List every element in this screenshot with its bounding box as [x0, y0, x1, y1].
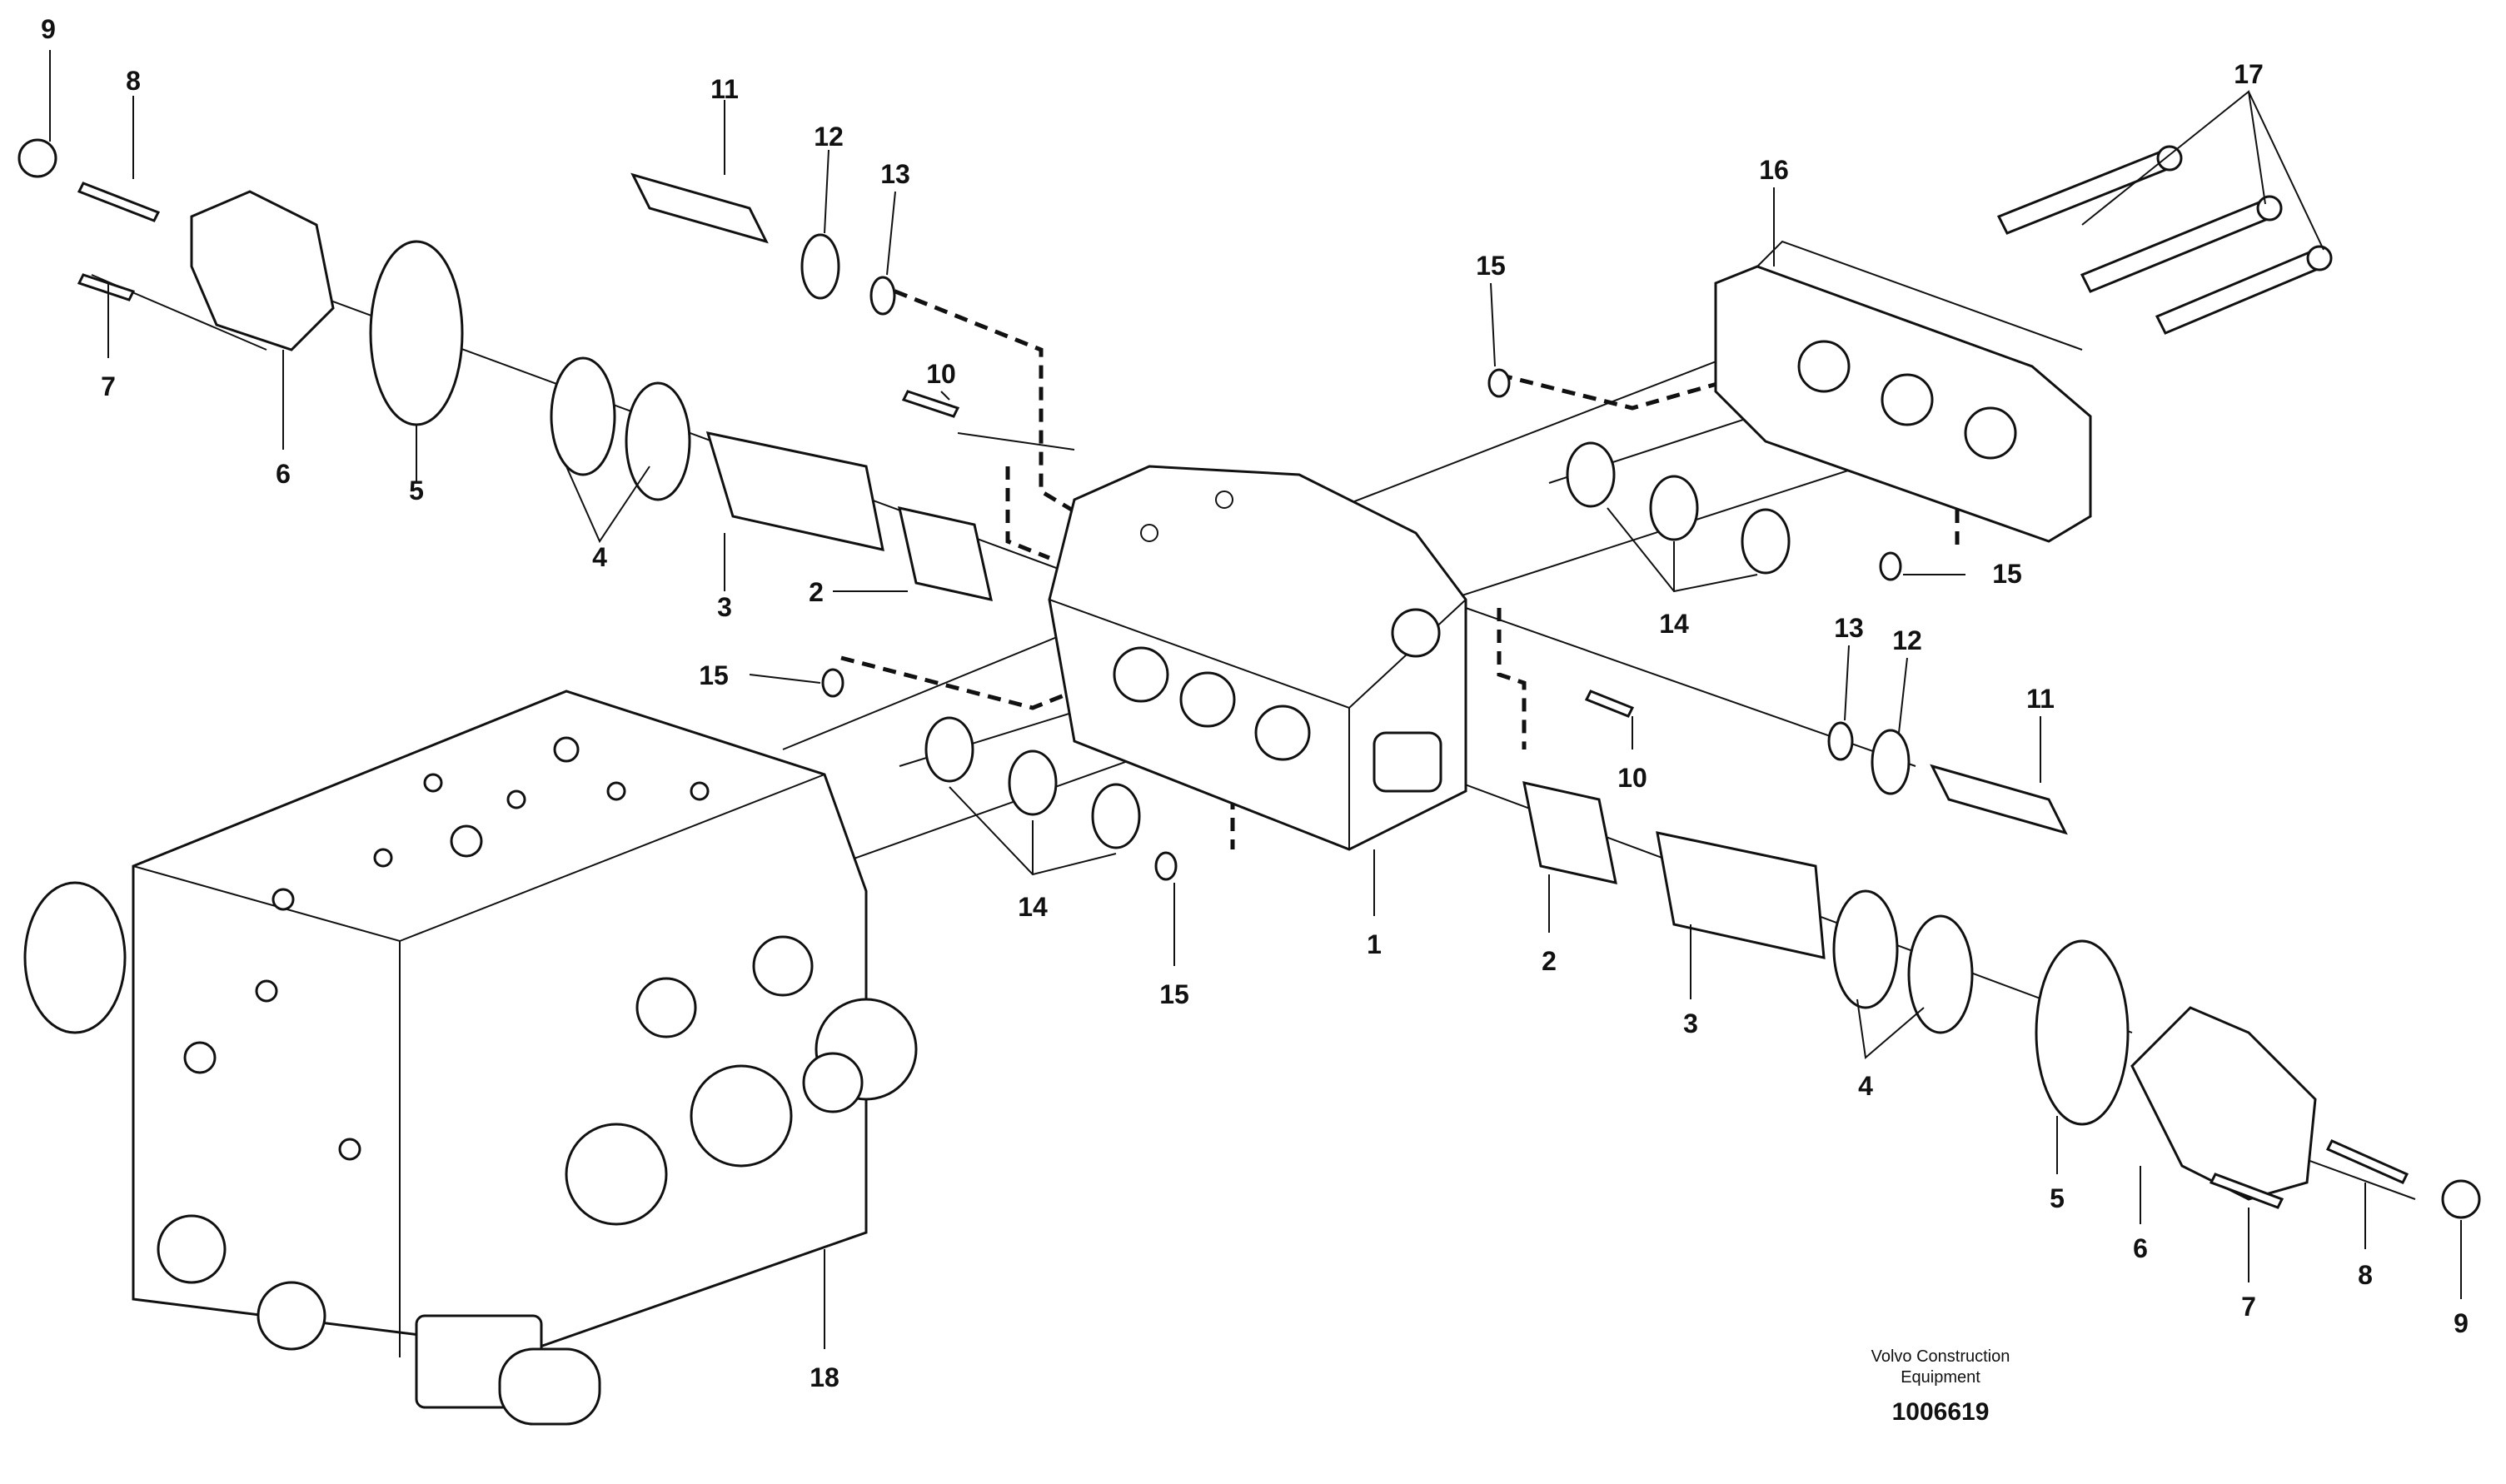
callout-7-right: 7	[2241, 1292, 2256, 1322]
o-ring-15-top	[1487, 368, 1511, 398]
screw-7-right	[2209, 1173, 2284, 1209]
callout-9-left: 9	[41, 14, 56, 44]
callout-11-right: 11	[2026, 684, 2055, 714]
callout-4-left: 4	[592, 542, 607, 572]
washer-4-left-b	[625, 381, 691, 501]
callout-14-left: 14	[1018, 892, 1048, 922]
callout-6-right: 6	[2133, 1233, 2148, 1263]
o-ring-5-left	[369, 240, 464, 426]
valve-housing	[1048, 465, 1467, 851]
o-ring-15-right	[1879, 551, 1902, 581]
callout-8-right: 8	[2358, 1260, 2373, 1290]
washer-4-right-b	[1907, 914, 1974, 1034]
o-ring-14-right-b	[1649, 475, 1699, 541]
o-ring-5-right	[2035, 939, 2130, 1126]
callout-4-right: 4	[1858, 1071, 1873, 1101]
sleeve-2-right	[1522, 781, 1617, 884]
o-ring-13-right	[1827, 721, 1854, 761]
callout-12-right: 12	[1892, 625, 1922, 655]
callout-13-right: 13	[1834, 613, 1864, 643]
o-ring-15-left	[821, 668, 844, 698]
washer-4-right-a	[1832, 889, 1899, 1009]
o-ring-14-right-a	[1566, 441, 1616, 508]
callout-7-left: 7	[101, 371, 116, 401]
callout-17: 17	[2234, 59, 2264, 89]
callout-15-right: 15	[1992, 559, 2022, 589]
sleeve-2-left	[898, 506, 993, 601]
callout-3-right: 3	[1683, 1008, 1698, 1038]
callout-3-left: 3	[717, 592, 732, 622]
leader-lines	[49, 50, 2462, 1349]
callout-14-right: 14	[1659, 609, 1689, 639]
left-cover-assembly	[17, 138, 993, 601]
relief-valve-11-right	[1930, 764, 2068, 835]
drawing-caption: Volvo Construction Equipment 1006619	[1871, 1347, 2010, 1426]
relief-valve-11-left	[630, 172, 769, 244]
callout-5-left: 5	[409, 476, 424, 505]
caption-line-1: Volvo Construction	[1871, 1347, 2010, 1366]
spring-3-right	[1656, 831, 1826, 959]
screw-10-right	[1584, 690, 1635, 718]
drawing-number: 1006619	[1892, 1398, 1990, 1426]
callout-9-right: 9	[2454, 1308, 2469, 1338]
callout-15-top: 15	[1476, 251, 1506, 281]
callout-15-left: 15	[699, 660, 729, 690]
callout-10-left: 10	[926, 359, 956, 389]
nut-9-right	[2441, 1179, 2481, 1219]
o-ring-15-bottom	[1154, 851, 1178, 881]
callout-11-left: 11	[710, 74, 739, 104]
o-ring-14-left-b	[1008, 749, 1058, 816]
callout-18: 18	[810, 1362, 839, 1392]
bolts-17	[1996, 145, 2333, 335]
callout-10-right: 10	[1617, 763, 1647, 793]
stud-8-left	[77, 182, 161, 222]
callout-12-left: 12	[814, 122, 844, 152]
o-ring-14-right-c	[1741, 508, 1791, 575]
seal-rings	[821, 368, 1902, 881]
o-ring-12-left	[800, 233, 840, 300]
o-ring-14-left-c	[1091, 783, 1141, 849]
washer-4-left-a	[550, 356, 616, 476]
spool-caps	[565, 935, 918, 1226]
block-ports	[157, 736, 710, 1351]
screw-10-left	[901, 390, 960, 418]
callout-13-left: 13	[880, 159, 910, 189]
nut-9-left	[17, 138, 57, 178]
callout-2-right: 2	[1542, 946, 1557, 976]
main-valve-block	[23, 690, 918, 1426]
cover-plate	[1714, 240, 2092, 543]
o-ring-12-right	[1871, 729, 1911, 795]
callout-6-left: 6	[276, 459, 291, 489]
spring-3-left	[705, 431, 884, 551]
o-ring-14-left-a	[924, 716, 974, 783]
callout-1: 1	[1367, 929, 1382, 959]
callout-8-left: 8	[126, 66, 141, 96]
callout-2-left: 2	[809, 577, 824, 607]
callout-16: 16	[1759, 155, 1789, 185]
caption-line-2: Equipment	[1901, 1368, 1980, 1387]
cover-6-left	[190, 190, 335, 351]
callout-numbers: 9 8 7 6 5 4 3 2 11 12 13 10 15 14 15 1 2…	[41, 14, 2469, 1392]
cover-6-right	[2130, 1006, 2317, 1201]
callout-5-right: 5	[2050, 1183, 2065, 1213]
stud-8-right	[2325, 1139, 2409, 1184]
callout-15-bottom: 15	[1159, 979, 1189, 1009]
o-ring-13-left	[869, 276, 896, 316]
right-cover-assembly	[1522, 690, 2481, 1219]
screw-7-left	[77, 273, 136, 301]
